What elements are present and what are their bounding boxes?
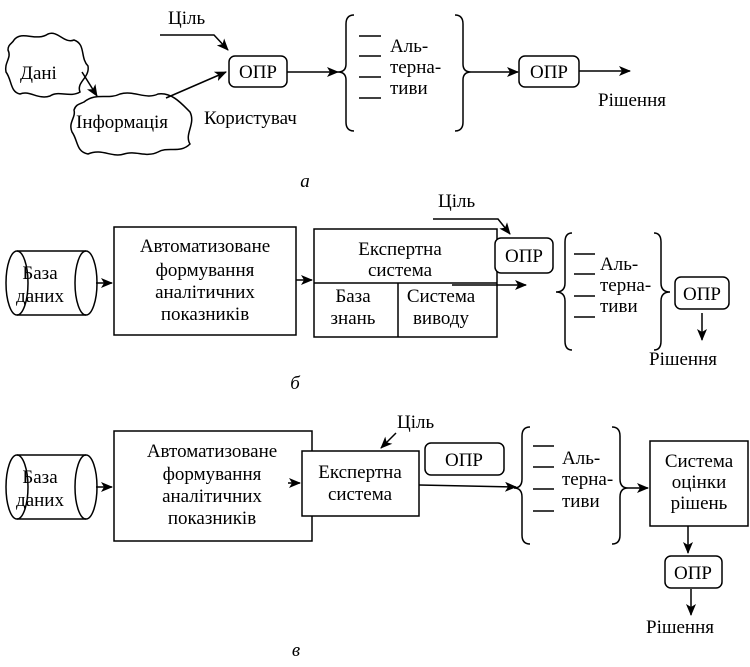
alt-text-1-c: Аль-: [562, 448, 600, 469]
kb-label-1-b: База: [335, 286, 371, 307]
alt-text-1: Аль-: [390, 36, 428, 57]
auto-label-3-c: аналітичних: [162, 486, 262, 507]
alt-text-2-b: терна-: [600, 275, 651, 296]
db-cylinder-back-c: [5, 454, 29, 520]
eval-box-c: [649, 440, 749, 527]
auto-box-c: [113, 430, 313, 542]
db-cylinder-lines-b: [17, 250, 86, 316]
goal-label: Ціль: [168, 8, 205, 29]
dm-label-a: ОПР: [239, 62, 277, 83]
auto-box-b: [113, 226, 297, 336]
auto-label-2-b: формування: [156, 260, 255, 281]
auto-label-1-b: Автоматизоване: [140, 236, 270, 257]
db-cylinder-back-b: [5, 250, 29, 316]
expert-label-1-c: Експертна: [318, 462, 402, 483]
dm-label-b2: ОПР: [683, 284, 721, 305]
data-blob: [4, 32, 89, 98]
caption-b: б: [290, 373, 301, 394]
panel-a: Дані Інформація Ціль ОПР Користувач Аль-…: [4, 8, 666, 192]
auto-label-4-c: показників: [168, 508, 256, 529]
arrow-info-to-dm: [165, 71, 227, 99]
db-label-2-c: даних: [16, 490, 64, 511]
kb-label-2-b: знань: [331, 308, 376, 329]
alt-brace-left-a: [337, 14, 355, 132]
eval-label-2-c: оцінки: [672, 472, 727, 493]
db-cylinder-front-c: [74, 454, 98, 520]
eval-label-1-c: Система: [665, 451, 734, 472]
auto-label-3-b: аналітичних: [155, 282, 255, 303]
arrow-goal-a: [160, 34, 229, 51]
alt-brace-right-c: [611, 426, 629, 545]
db-cylinder-front-b: [74, 250, 98, 316]
db-label-1-b: База: [22, 263, 58, 284]
expert-label-1-b: Експертна: [358, 239, 442, 260]
data-label: Дані: [20, 63, 57, 84]
caption-a: а: [300, 171, 310, 192]
arrow-expert-to-alt-c: [418, 481, 517, 492]
dm-box-b: [494, 237, 554, 274]
information-blob: [70, 92, 193, 156]
alt-brace-left-b: [555, 232, 573, 351]
auto-label-4-b: показників: [161, 304, 249, 325]
dm-box-c: [424, 442, 505, 476]
decision-label-a: Рішення: [598, 90, 666, 111]
alt-brace-right-a: [454, 14, 472, 132]
out-label-2-b: виводу: [413, 308, 470, 329]
panel-b: База даних Автоматизоване формування ана…: [5, 191, 730, 394]
db-cylinder-lines-c: [17, 454, 86, 520]
auto-label-2-c: формування: [163, 464, 262, 485]
alt-text-3-c: тиви: [562, 491, 600, 512]
dm-label-a2: ОПР: [530, 62, 568, 83]
expert-label-2-c: система: [328, 484, 393, 505]
alt-text-3: тиви: [390, 78, 428, 99]
auto-label-1-c: Автоматизоване: [147, 441, 277, 462]
caption-c: в: [292, 640, 300, 661]
alt-text-1-b: Аль-: [600, 254, 638, 275]
alt-text-2-c: терна-: [562, 469, 613, 490]
dm-label-c: ОПР: [445, 450, 483, 471]
expert-box-c: [301, 450, 420, 517]
dm-label-b: ОПР: [505, 246, 543, 267]
out-label-1-b: Система: [407, 286, 476, 307]
user-label: Користувач: [204, 108, 297, 129]
db-label-1-c: База: [22, 467, 58, 488]
alt-text-3-b: тиви: [600, 296, 638, 317]
panel-c: База даних Автоматизоване формування ана…: [5, 412, 749, 661]
dm-box-b2: [674, 276, 730, 310]
eval-label-3-c: рішень: [671, 493, 728, 514]
goal-label-c: Ціль: [397, 412, 434, 433]
dm-box-c2: [664, 555, 723, 589]
decision-label-b: Рішення: [649, 349, 717, 370]
arrow-goal-c: [380, 432, 397, 449]
arrow-goal-b: [433, 218, 511, 235]
arrow-data-to-info: [81, 71, 98, 97]
decision-label-c: Рішення: [646, 617, 714, 638]
dm-label-c2: ОПР: [674, 563, 712, 584]
db-label-2-b: даних: [16, 286, 64, 307]
alt-text-2: терна-: [390, 57, 441, 78]
information-label: Інформація: [76, 112, 168, 133]
alt-brace-right-b: [653, 232, 671, 351]
alt-brace-left-c: [513, 426, 531, 545]
goal-label-b: Ціль: [438, 191, 475, 212]
expert-label-2-b: система: [368, 260, 433, 281]
